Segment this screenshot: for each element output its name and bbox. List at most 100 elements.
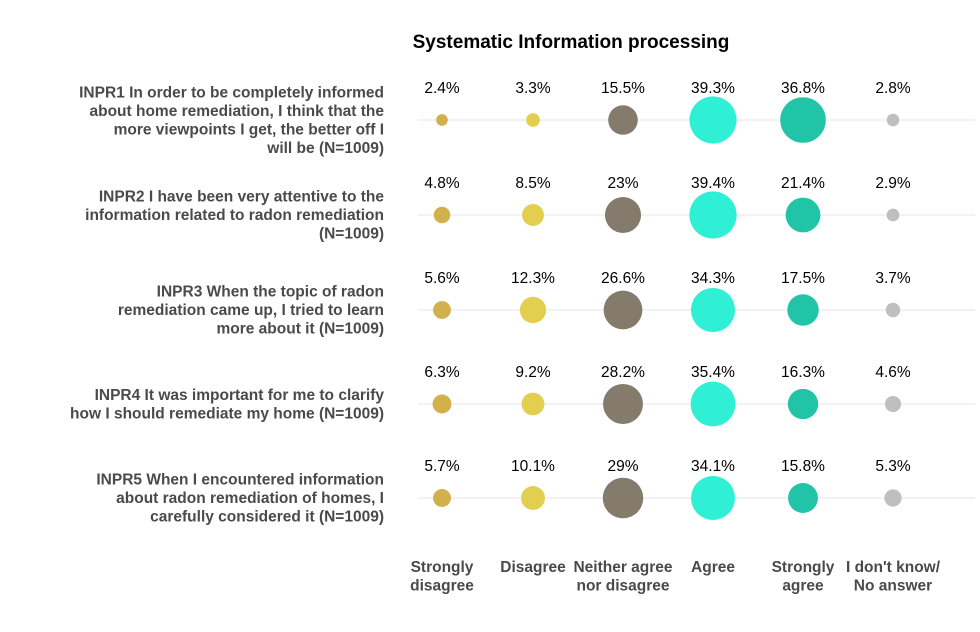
value-label: 15.8% [781,458,825,475]
value-label: 10.1% [511,458,555,475]
bubble [603,384,643,424]
column-label-line: No answer [854,578,932,595]
bubble [432,394,452,414]
value-label: 3.3% [515,80,551,97]
row-label: INPR4 It was important for me to clarify… [70,387,384,423]
value-labels: 2.4%3.3%15.5%39.3%36.8%2.8%4.8%8.5%23%39… [424,80,911,475]
column-label: I don't know/No answer [846,559,941,595]
row-label-line: information related to radon remediation [85,207,384,224]
bubble [689,191,737,239]
row-label-line: INPR5 When I encountered information [96,472,384,489]
value-label: 2.8% [875,80,911,97]
bubble [689,96,737,144]
value-label: 21.4% [781,175,825,192]
row-label-line: will be (N=1009) [266,140,384,157]
row-label-line: INPR2 I have been very attentive to the [99,189,385,206]
row-labels: INPR1 In order to be completely informed… [70,84,384,525]
column-label: Disagree [500,559,566,576]
chart-title: Systematic Information processing [413,32,730,53]
bubble [787,388,819,420]
bubble [608,105,638,135]
bubble [886,208,900,222]
column-labels: Strongly disagree Disagree Neither agree nor… [410,559,941,595]
value-label: 34.1% [691,458,735,475]
bubble [602,477,644,519]
column-label-line: agree [782,578,824,595]
bubble [522,204,544,226]
bubble [691,476,735,520]
value-label: 12.3% [511,270,555,287]
column-label: Strongly disagree [410,559,474,595]
bubble [433,301,451,319]
row-label-line: more about it (N=1009) [216,321,384,338]
row-label-line: more viewpoints I get, the better off I [114,121,384,138]
value-label: 34.3% [691,270,735,287]
value-label: 8.5% [515,175,551,192]
row-label-line: INPR1 In order to be completely informed [79,84,384,101]
value-label: 35.4% [691,364,735,381]
row-label-line: how I should remediate my home (N=1009) [70,405,384,422]
column-label-line: I don't know/ [846,559,941,576]
row-label-line: (N=1009) [319,226,384,243]
value-label: 2.9% [875,175,911,192]
value-label: 2.4% [424,80,460,97]
value-label: 3.7% [875,270,911,287]
column-label: Agree [691,559,735,576]
row-label-line: remediation came up, I tried to learn [118,302,384,319]
bubble [521,486,545,510]
bubble [604,196,642,234]
bubble [886,113,900,127]
value-label: 39.3% [691,80,735,97]
bubble [526,113,540,127]
bubble [884,395,902,413]
value-label: 5.3% [875,458,911,475]
value-label: 4.6% [875,364,911,381]
value-label: 29% [607,458,638,475]
row-label-line: about home remediation, I think that the [89,103,384,120]
value-label: 36.8% [781,80,825,97]
bubble [787,294,819,326]
bubble [433,206,451,224]
column-label-line: disagree [410,578,474,595]
column-label-line: Strongly [772,559,835,576]
value-label: 5.7% [424,458,460,475]
value-label: 4.8% [424,175,460,192]
column-label-line: Disagree [500,559,566,576]
bubble [519,296,547,324]
column-label-line: Strongly [411,559,474,576]
bubble [884,489,902,507]
row-label-line: about radon remediation of homes, I [116,490,384,507]
bubble [785,197,821,233]
value-label: 26.6% [601,270,645,287]
value-label: 28.2% [601,364,645,381]
bubble [436,114,448,126]
bubble [690,287,736,333]
bubble [788,483,818,513]
column-label: Strongly agree [772,559,835,595]
column-label-line: nor disagree [576,578,669,595]
bubble [690,381,736,427]
value-label: 9.2% [515,364,551,381]
bubble [780,97,826,143]
value-label: 15.5% [601,80,645,97]
value-label: 6.3% [424,364,460,381]
bubble [433,489,451,507]
column-label: Neither agree nor disagree [573,559,672,595]
row-label-line: INPR3 When the topic of radon [157,284,384,301]
row-label-line: INPR4 It was important for me to clarify [95,387,385,404]
bubble [603,290,643,330]
column-label-line: Neither agree [573,559,672,576]
value-label: 16.3% [781,364,825,381]
value-label: 5.6% [424,270,460,287]
value-label: 17.5% [781,270,825,287]
row-label: INPR1 In order to be completely informed… [79,84,384,157]
bubble [521,392,545,416]
column-label-line: Agree [691,559,735,576]
bubble [885,302,901,318]
bubbles [432,96,902,520]
